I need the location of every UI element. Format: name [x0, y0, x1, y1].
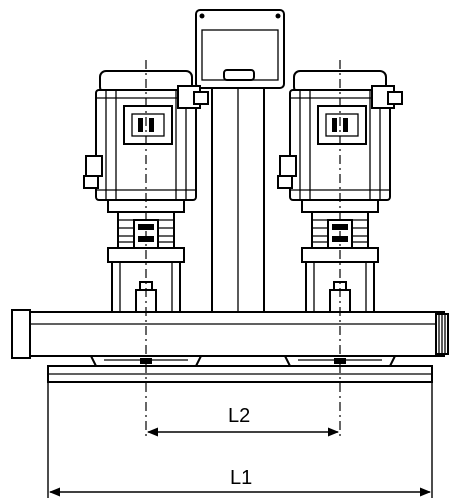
dimension-l1-label: L1 [230, 467, 252, 489]
dimension-l2-label: L2 [228, 405, 250, 427]
manifold-pipe [27, 311, 445, 357]
pipe-end-cap [11, 309, 31, 359]
